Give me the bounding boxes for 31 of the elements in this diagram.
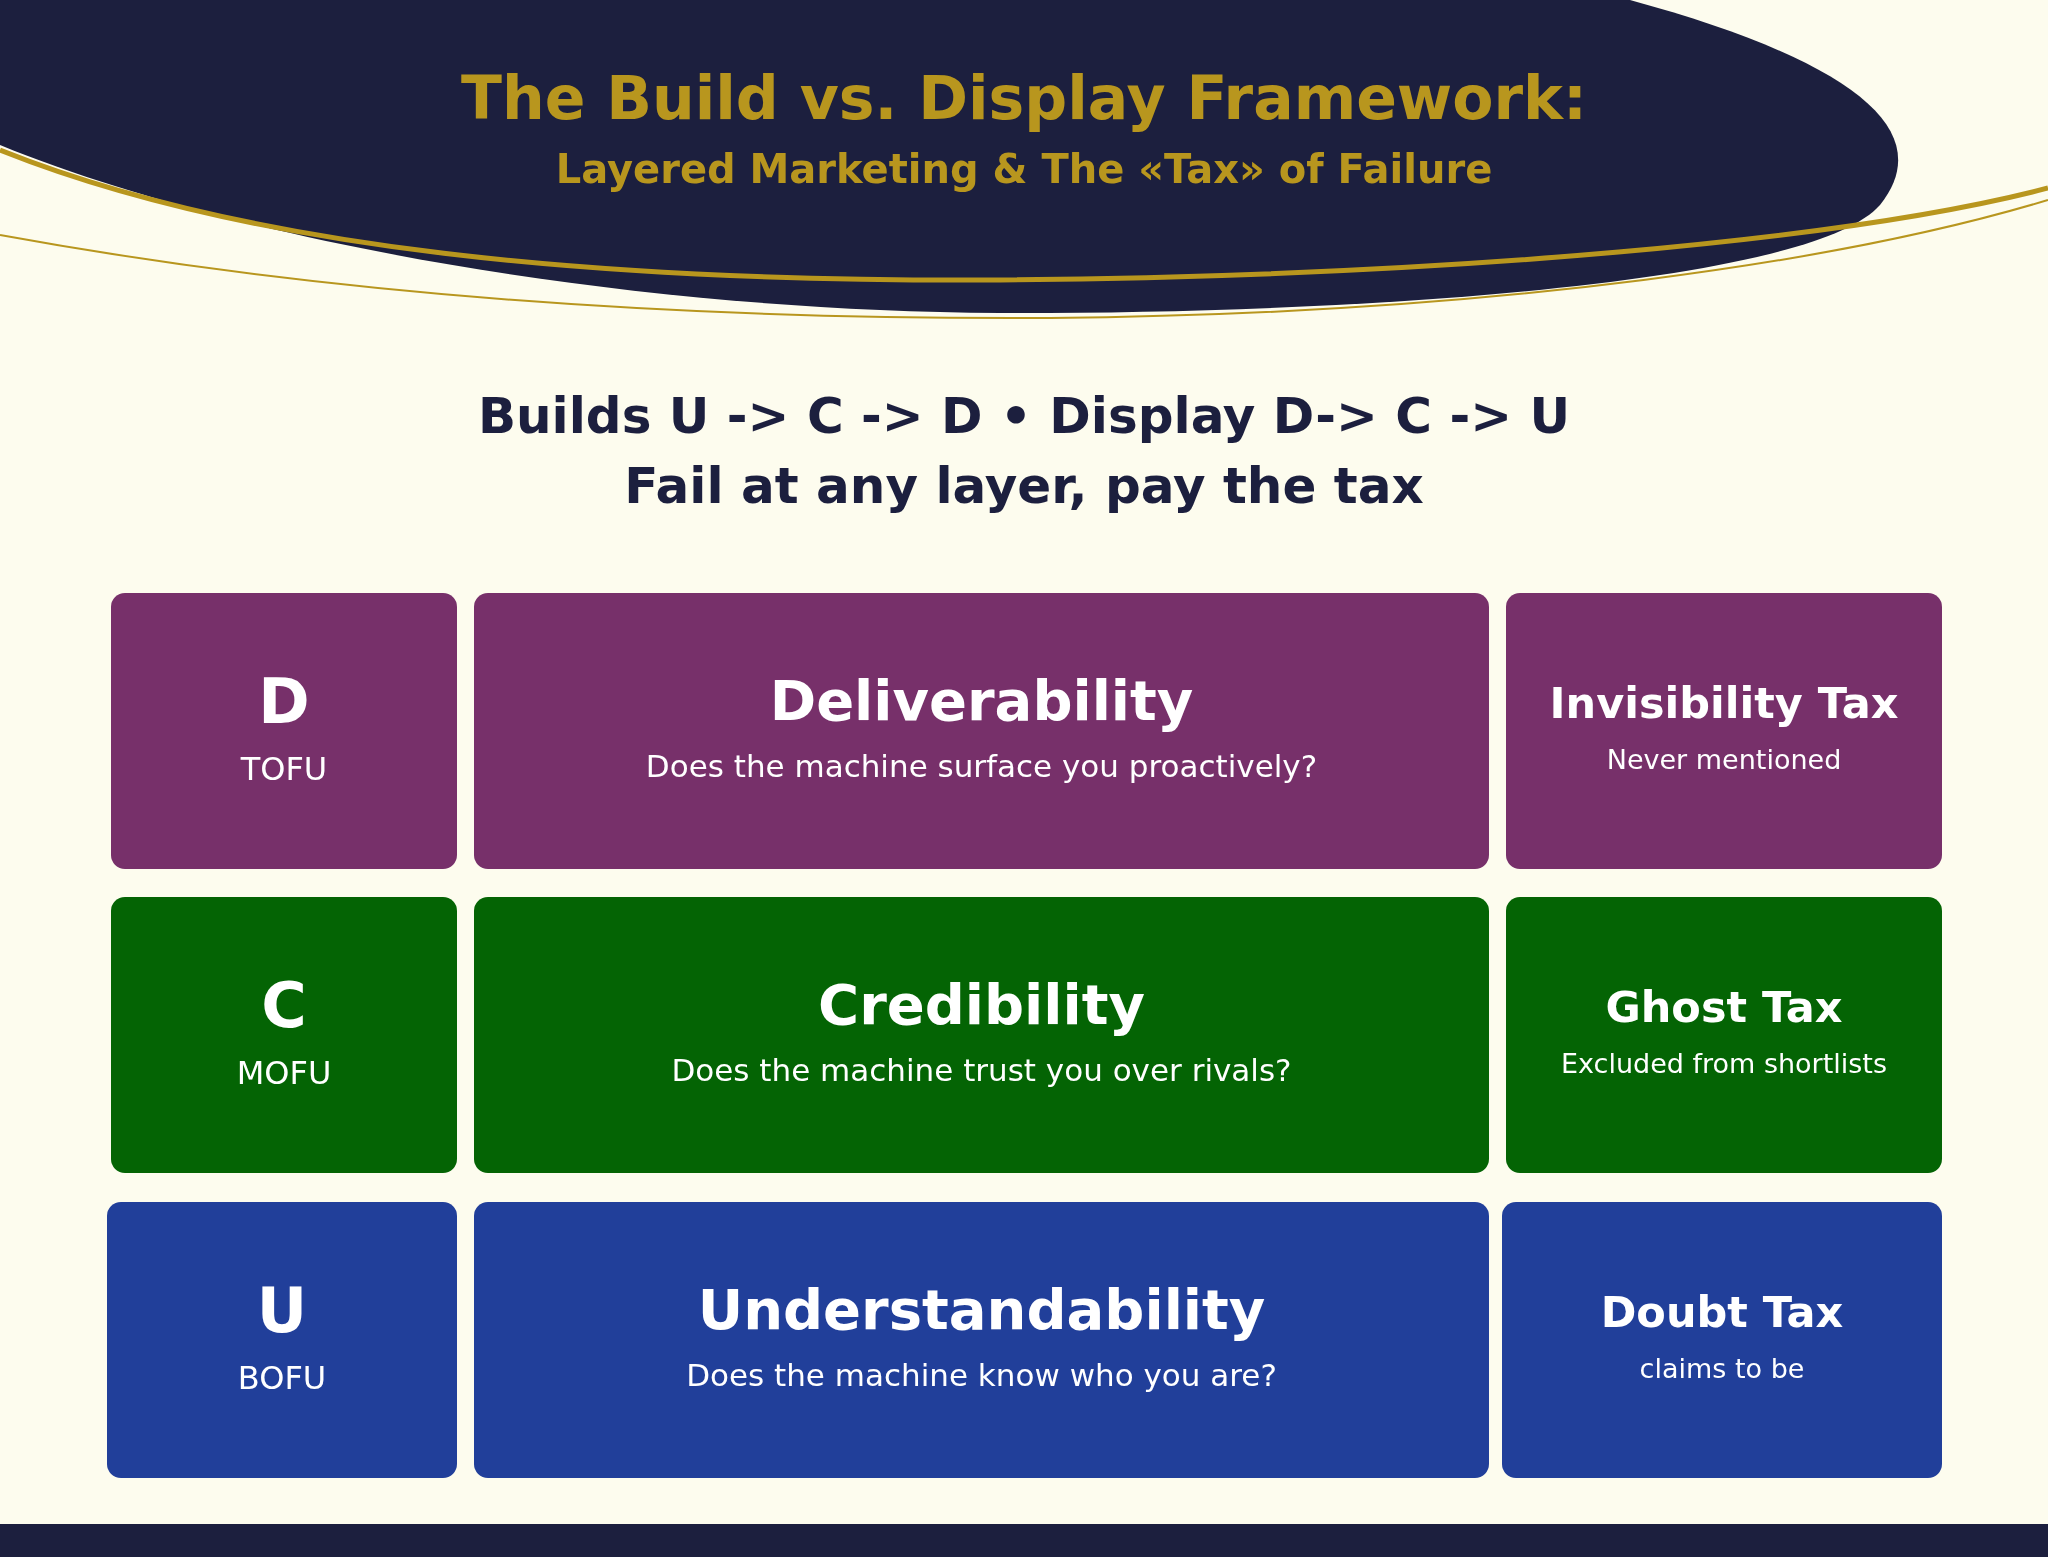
layer-letter-card bbox=[107, 1202, 457, 1478]
tax-description: claims to be bbox=[1639, 1353, 1805, 1385]
layer-letter: C bbox=[261, 969, 307, 1042]
funnel-stage: TOFU bbox=[240, 751, 328, 789]
title: The Build vs. Display Framework: bbox=[461, 64, 1587, 133]
layer-question: Does the machine know who you are? bbox=[686, 1358, 1277, 1394]
layer-name: Understandability bbox=[697, 1278, 1266, 1343]
tax-card bbox=[1506, 897, 1942, 1173]
layer-card bbox=[474, 593, 1489, 869]
funnel-stage: BOFU bbox=[237, 1360, 327, 1398]
tagline: Fail at any layer, pay the tax bbox=[624, 458, 1424, 516]
tax-name: Doubt Tax bbox=[1600, 1287, 1844, 1338]
tax-name: Invisibility Tax bbox=[1549, 678, 1899, 729]
layer-name: Deliverability bbox=[769, 669, 1194, 734]
subtitle: Layered Marketing & The «Tax» of Failure bbox=[555, 146, 1493, 192]
tax-card bbox=[1502, 1202, 1942, 1478]
tagline: Builds U -> C -> D • Display D-> C -> U bbox=[477, 388, 1571, 446]
layer-question: Does the machine trust you over rivals? bbox=[671, 1053, 1292, 1089]
layer-question: Does the machine surface you proactively? bbox=[645, 749, 1318, 785]
layer-card bbox=[474, 1202, 1489, 1478]
tax-description: Never mentioned bbox=[1606, 744, 1842, 776]
funnel-stage: MOFU bbox=[236, 1055, 332, 1093]
layer-letter-card bbox=[111, 593, 457, 869]
layer-card bbox=[474, 897, 1489, 1173]
tax-description: Excluded from shortlists bbox=[1561, 1048, 1887, 1080]
tax-name: Ghost Tax bbox=[1605, 982, 1843, 1033]
layer-name: Credibility bbox=[818, 973, 1145, 1038]
layer-letter: D bbox=[258, 665, 310, 738]
layer-letter-card bbox=[111, 897, 457, 1173]
layer-letter: U bbox=[256, 1274, 308, 1347]
tax-card bbox=[1506, 593, 1942, 869]
